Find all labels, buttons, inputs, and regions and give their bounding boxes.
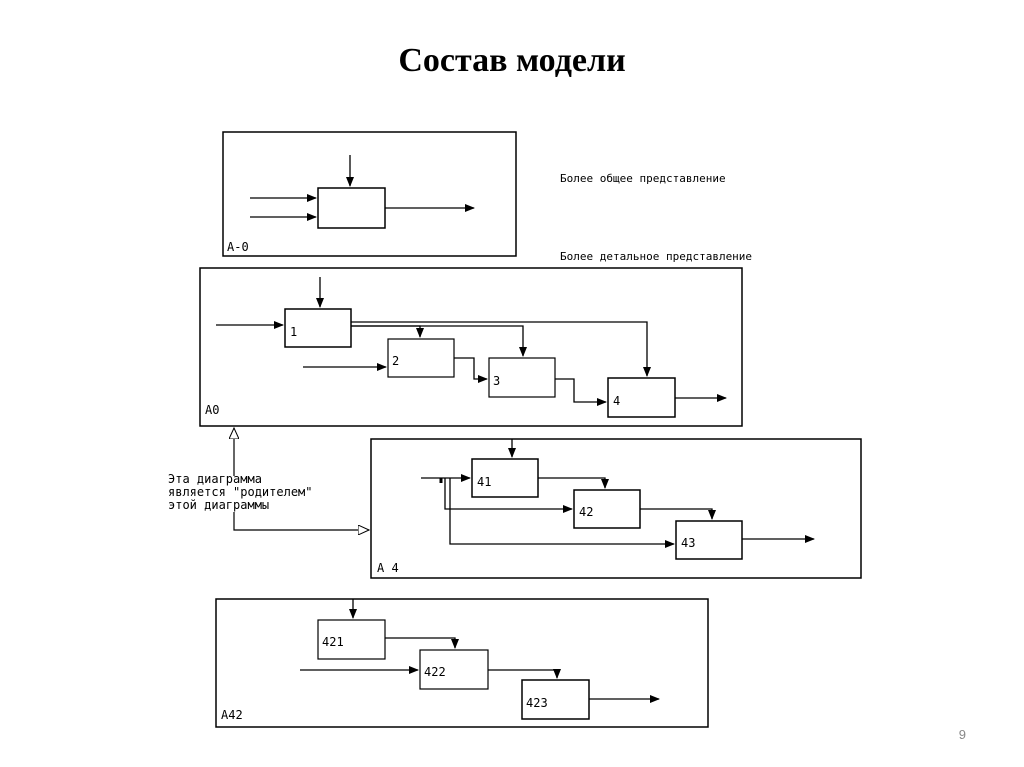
diagram-a-minus-0: А-0 [222,131,517,257]
diagram-frame [222,131,517,257]
page-number: 9 [958,727,966,742]
parent-note-line-1: Эта диаграмма [168,472,262,486]
box-number: 422 [424,665,446,679]
parent-note-line-3: этой диаграммы [168,498,269,512]
parent-annotation: Эта диаграмма является "родителем" этой … [168,428,369,530]
diagram-frame [199,267,743,427]
box-number: 423 [526,696,548,710]
diagram-label: А-0 [227,240,249,254]
box-number: 43 [681,536,695,550]
activity-box [521,679,590,720]
box-number: 3 [493,374,500,388]
diagram-a42: 421 422 423 А42 [215,598,709,728]
diagram-a4: 41 42 43 А 4 [370,438,862,579]
diagram-frame [215,598,709,728]
activity-box [317,187,386,229]
activity-box [419,649,489,690]
activity-box [471,458,539,498]
box-number: 1 [290,325,297,339]
activity-box [317,619,386,660]
diagram-label: А 4 [377,561,399,575]
note-detailed: Более детальное представление [560,250,752,263]
box-number: 421 [322,635,344,649]
note-general: Более общее представление [560,172,726,185]
slide-title: Состав модели [398,42,626,79]
box-number: 4 [613,394,620,408]
activity-box [488,357,556,398]
activity-box [675,520,743,560]
diagram-label: А0 [205,403,219,417]
box-number: 41 [477,475,491,489]
activity-box [573,489,641,529]
parent-note-line-2: является "родителем" [168,485,313,499]
activity-box [284,308,352,348]
diagram-frame [370,438,862,579]
box-number: 42 [579,505,593,519]
box-number: 2 [392,354,399,368]
diagram-label: А42 [221,708,243,722]
diagram-a0: 1 2 3 4 А0 [199,267,743,427]
